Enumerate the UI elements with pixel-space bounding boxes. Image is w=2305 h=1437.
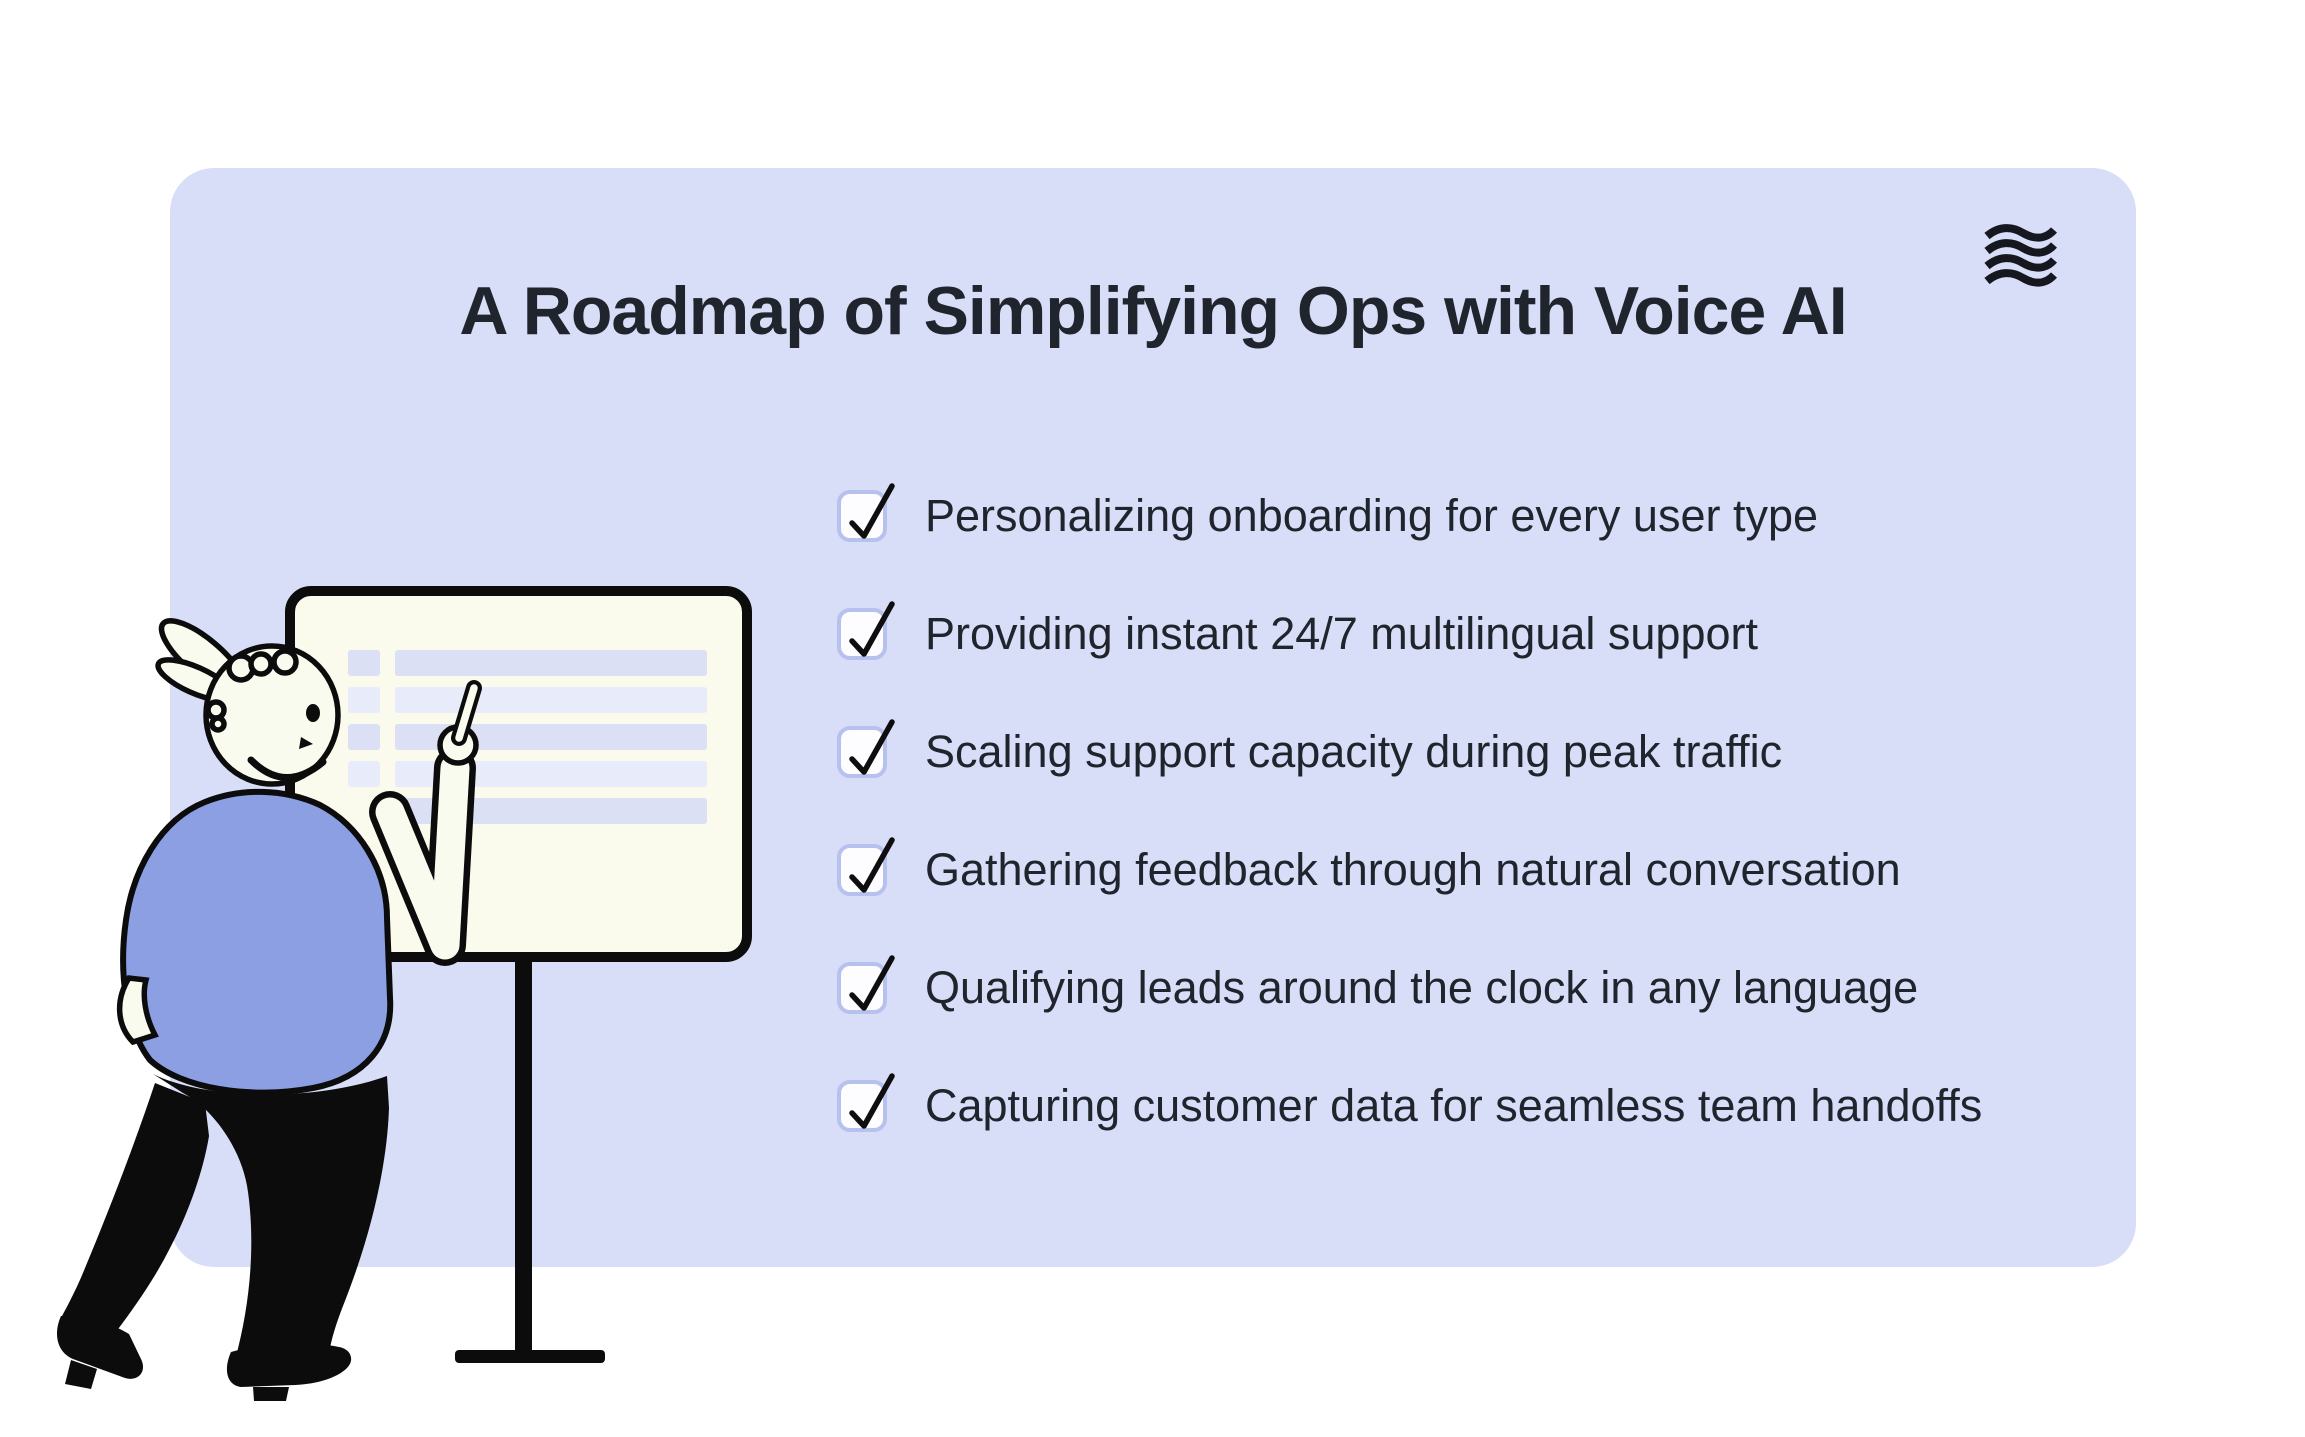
checkbox-checked-icon[interactable]: [837, 719, 895, 778]
character-back-leg: [59, 1083, 209, 1356]
checklist-item: Gathering feedback through natural conve…: [837, 837, 1901, 900]
checklist-item-label: Gathering feedback through natural conve…: [925, 844, 1901, 895]
checkbox-checked-icon[interactable]: [837, 601, 895, 660]
board-text-stripe: [395, 650, 707, 676]
board-bullet-block: [348, 724, 380, 750]
checklist-item-label: Personalizing onboarding for every user …: [925, 490, 1819, 541]
board-bullet-block: [348, 687, 380, 713]
checklist-item-label: Qualifying leads around the clock in any…: [925, 962, 1919, 1013]
rabbit-presenter-illustration: [57, 618, 482, 1401]
checklist-item: Qualifying leads around the clock in any…: [837, 955, 1919, 1018]
pointing-finger-icon: [455, 684, 478, 742]
pointing-arm: [369, 680, 482, 966]
page-title: A Roadmap of Simplifying Ops with Voice …: [459, 273, 1847, 349]
character-front-leg: [153, 1074, 389, 1360]
character-shirt: [120, 788, 394, 1096]
checklist-item-label: Providing instant 24/7 multilingual supp…: [925, 608, 1758, 659]
checkbox-checked-icon[interactable]: [837, 1073, 895, 1132]
hair-curls-icon: [205, 648, 299, 733]
easel-pole: [515, 956, 532, 1356]
mouth-icon: [299, 737, 313, 749]
checklist-item-label: Capturing customer data for seamless tea…: [925, 1080, 1983, 1131]
board-text-stripe: [395, 687, 707, 713]
checkbox-checked-icon[interactable]: [837, 837, 895, 896]
character-back-boot: [57, 1315, 144, 1389]
board-bullet-block: [348, 650, 380, 676]
easel-base: [455, 1350, 605, 1363]
checklist-item: Providing instant 24/7 multilingual supp…: [837, 601, 1758, 664]
checklist-item: Scaling support capacity during peak tra…: [837, 719, 1783, 782]
eye-icon: [306, 704, 320, 722]
character-front-boot: [226, 1342, 352, 1401]
checkbox-checked-icon[interactable]: [837, 483, 895, 542]
character-left-hand: [116, 975, 159, 1046]
collar-line: [247, 756, 327, 781]
checkbox-checked-icon[interactable]: [837, 955, 895, 1014]
checklist-item-label: Scaling support capacity during peak tra…: [925, 726, 1783, 777]
checklist-item: Personalizing onboarding for every user …: [837, 483, 1819, 546]
board-bullet-block: [348, 761, 380, 787]
wave-flag-icon: [1984, 224, 2057, 287]
checklist-item: Capturing customer data for seamless tea…: [837, 1073, 1983, 1136]
